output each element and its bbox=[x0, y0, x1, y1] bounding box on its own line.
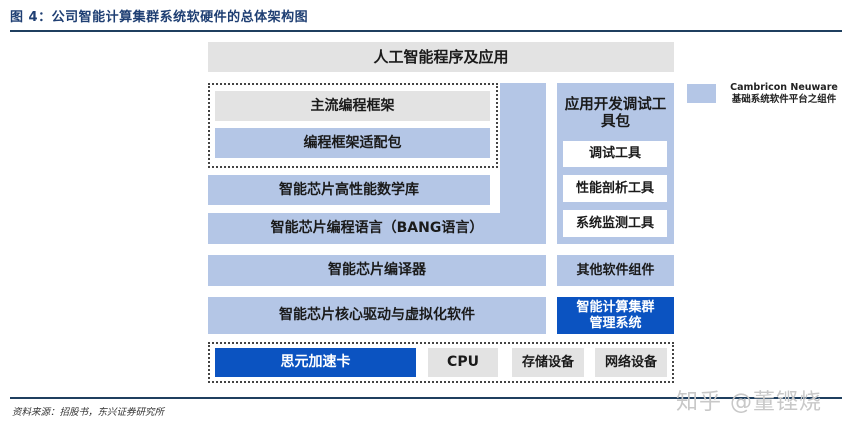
cluster-management-box: 智能计算集群管理系统 bbox=[557, 297, 674, 334]
accelerator-card-box: 思元加速卡 bbox=[215, 348, 416, 377]
profiler-tool-box: 性能剖析工具 bbox=[563, 175, 667, 202]
footer-divider bbox=[10, 397, 842, 399]
figure-title: 图 4：公司智能计算集群系统软硬件的总体架构图 bbox=[10, 10, 309, 25]
hardware-group-dashed-box bbox=[208, 342, 674, 383]
watermark: 知乎 @董铿烧 bbox=[676, 390, 822, 415]
driver-virtualization-box: 智能芯片核心驱动与虚拟化软件 bbox=[208, 297, 546, 334]
framework-adapter-box: 编程框架适配包 bbox=[215, 128, 490, 158]
storage-device-box: 存储设备 bbox=[512, 348, 584, 377]
title-divider bbox=[10, 30, 842, 32]
math-library-box: 智能芯片高性能数学库 bbox=[208, 175, 490, 205]
legend-label: Cambricon Neuware 基础系统软件平台之组件 bbox=[720, 82, 848, 106]
mainstream-frameworks-box: 主流编程框架 bbox=[215, 91, 490, 121]
system-monitor-tool-box: 系统监测工具 bbox=[563, 210, 667, 237]
compiler-box: 智能芯片编译器 bbox=[208, 255, 546, 286]
programming-language-box: 智能芯片编程语言（BANG语言） bbox=[208, 213, 546, 244]
legend-label-line1: Cambricon Neuware bbox=[730, 82, 838, 93]
framework-group-dashed-box bbox=[208, 83, 498, 168]
source-note: 资料来源：招股书，东兴证券研究所 bbox=[12, 407, 165, 418]
cpu-box: CPU bbox=[428, 348, 498, 377]
application-layer-box: 人工智能程序及应用 bbox=[208, 42, 674, 72]
legend-label-line2: 基础系统软件平台之组件 bbox=[731, 93, 837, 105]
network-device-box: 网络设备 bbox=[595, 348, 667, 377]
debug-tool-box: 调试工具 bbox=[563, 141, 667, 167]
dev-toolkit-title: 应用开发调试工具包 bbox=[564, 96, 667, 130]
legend-swatch bbox=[687, 84, 716, 103]
other-components-box: 其他软件组件 bbox=[557, 255, 674, 286]
